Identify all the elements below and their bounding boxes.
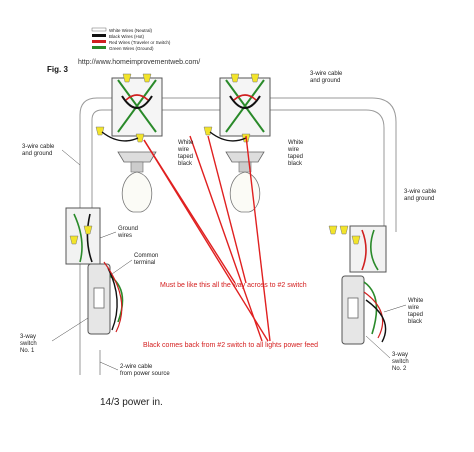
conduit-runs — [79, 97, 397, 375]
wire-nut-icon — [203, 126, 213, 136]
traveler-lead-s2 — [363, 291, 384, 339]
legend-swatch-black — [92, 34, 106, 37]
legend-swatch-red — [92, 40, 106, 43]
light-bulb-icon — [229, 171, 261, 213]
legend: White Wires (Neutral) Black Wires (Hot) … — [91, 27, 171, 51]
wire-nut-icon — [142, 73, 152, 83]
wire-nut-icon — [328, 225, 338, 235]
label-ground-wires: Ground wires — [117, 226, 140, 239]
ground-wire-s2 — [370, 229, 379, 271]
label-source-cable: 2-wire cable from power source — [120, 364, 170, 377]
wire-nut-icon — [135, 133, 145, 143]
ground-wires-2 — [225, 79, 265, 133]
wire-nut-icon — [122, 73, 132, 83]
caption: 14/3 power in. — [100, 397, 163, 408]
labels: 3-wire cable and ground 3-wire cable and… — [20, 71, 438, 377]
leader-line — [99, 231, 117, 239]
label-cable-top-right: 3-wire cable and ground — [310, 71, 344, 84]
annotation-line — [189, 135, 263, 342]
ground-wire-s1 — [73, 213, 83, 263]
annotation-note-2: Black comes back from #2 switch to all l… — [143, 342, 318, 349]
fixture-canopy-1 — [117, 151, 157, 163]
black-wires-1 — [121, 95, 153, 109]
legend-red: Red Wires (Traveler or Switch) — [109, 40, 171, 45]
conduit-left-inner — [91, 109, 112, 210]
leader-line — [99, 361, 119, 371]
wire-nut-icon — [339, 225, 349, 235]
wire-nut-icon — [69, 235, 79, 245]
source-url: http://www.homeimprovementweb.com/ — [78, 59, 200, 66]
black-wire-s1 — [86, 213, 93, 263]
conduit-right-outer — [270, 97, 397, 232]
lamp-socket-1 — [130, 161, 144, 173]
annotation-lines — [143, 135, 271, 342]
switch-toggle-icon — [347, 297, 359, 319]
common-lead-s1 — [107, 267, 118, 331]
conduit-right-inner — [270, 109, 385, 232]
leader-line — [111, 259, 133, 275]
wire-nut-icon — [83, 225, 93, 235]
label-white-taped-right: White wire taped black — [407, 298, 425, 325]
annotation-note-1: Must be like this all the way across to … — [160, 282, 307, 289]
switch-box-2 — [349, 225, 387, 273]
wire-nut-icon — [351, 235, 361, 245]
light-fixture-2 — [203, 73, 271, 213]
leader-line — [51, 317, 89, 342]
ground-wires-1 — [117, 79, 157, 133]
fixture-canopy-2 — [225, 151, 265, 163]
wire-nut-icon — [230, 73, 240, 83]
light-fixture-1 — [95, 73, 163, 213]
legend-swatch-green — [92, 46, 106, 49]
legend-white: White Wires (Neutral) — [109, 28, 153, 33]
switch-2-assembly — [328, 225, 387, 345]
leader-line — [61, 149, 81, 166]
red-wires-1 — [125, 94, 149, 101]
legend-swatch-white — [91, 27, 107, 32]
label-cable-left: 3-wire cable and ground — [22, 144, 56, 157]
ground-lead-s2 — [363, 281, 378, 335]
leader-line — [383, 304, 407, 313]
common-lead-s2 — [365, 299, 387, 343]
lamp-socket-2 — [238, 161, 252, 173]
black-wires-2 — [229, 95, 261, 109]
legend-black: Black Wires (Hot) — [109, 34, 145, 39]
label-switch-2: 3-way switch No. 2 — [392, 352, 410, 372]
traveler-lead-s1 — [103, 261, 123, 333]
fixture-lead-2 — [209, 131, 247, 142]
label-cable-right: 3-wire cable and ground — [404, 189, 438, 202]
wire-nut-icon — [95, 126, 105, 136]
leader-line — [365, 335, 391, 359]
annotation-line — [143, 139, 269, 342]
annotation-line — [245, 135, 271, 342]
label-white-taped-1: White wire taped black — [177, 140, 195, 167]
leader-lines — [51, 149, 407, 371]
label-common-terminal: Common terminal — [134, 253, 160, 266]
red-wires-2 — [233, 94, 257, 101]
annotation-line — [207, 135, 247, 284]
wire-nut-icon — [250, 73, 260, 83]
light-bulb-icon — [121, 171, 153, 213]
legend-green: Green Wires (Ground) — [109, 46, 154, 51]
label-switch-1: 3-way switch No. 1 — [20, 334, 38, 354]
red-wire-s2 — [361, 229, 367, 271]
fixture-lead-1 — [101, 131, 139, 142]
switch-1-assembly — [65, 207, 124, 335]
figure-label: Fig. 3 — [47, 65, 68, 74]
conduit-left-outer — [79, 97, 112, 375]
switch-toggle-icon — [93, 287, 105, 309]
label-white-taped-2: White wire taped black — [287, 140, 305, 167]
